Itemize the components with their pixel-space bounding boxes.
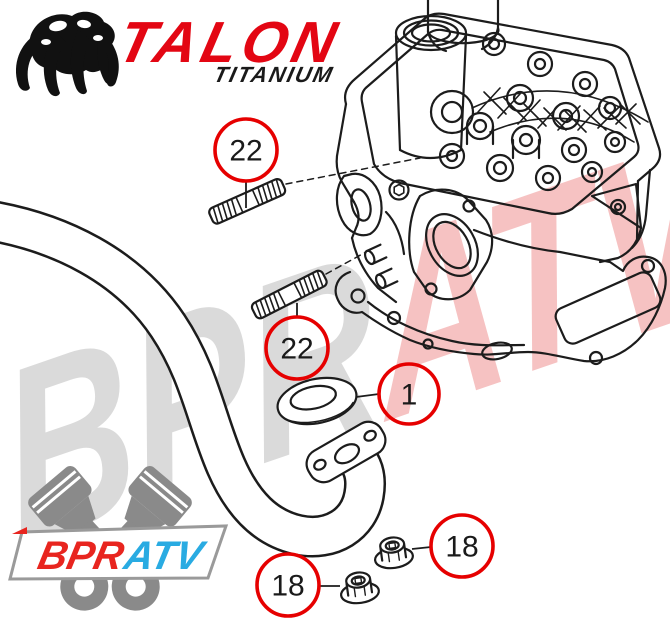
- callout-circle-18-left: [255, 552, 321, 618]
- bpratv-banner-text: BPRATV: [34, 532, 210, 577]
- stud-lower-dashed-leader: [325, 251, 367, 275]
- flange-nut-left-drawing: [340, 571, 380, 605]
- talon-title: TALON: [112, 11, 347, 75]
- claw-icon: [16, 11, 119, 97]
- stud-drawing-lower: [250, 269, 328, 320]
- bpratv-banner: BPRATV: [8, 524, 229, 581]
- callout-leader-18-right: [411, 546, 432, 550]
- callout-circle-22-lower: [264, 315, 330, 381]
- head-gasket-drawing: [334, 228, 667, 366]
- flange-nut-right-drawing: [374, 536, 414, 570]
- talon-logo: TALON TITANIUM: [16, 11, 347, 97]
- exhaust-gasket-drawing: [276, 376, 358, 426]
- callout-circle-22-upper: [213, 117, 279, 183]
- head-pipe-drawing: [0, 201, 386, 558]
- callout-label-22-upper: 22: [229, 135, 262, 168]
- banner-accent-triangle: [12, 527, 27, 534]
- callout-label-18-left: 18: [271, 570, 304, 603]
- callout-circle-18-right: [429, 513, 495, 579]
- callout-label-22-lower: 22: [280, 333, 313, 366]
- pipe-flange-drawing: [305, 420, 387, 484]
- bpratv-logo: BPRATV: [8, 466, 229, 611]
- head-fins-crosshatch: [471, 87, 649, 143]
- bpratv-part2: ATV: [120, 532, 211, 577]
- stud-upper-dashed-leader: [285, 157, 421, 185]
- talon-subtitle: TITANIUM: [211, 62, 336, 87]
- callout-leader-1: [355, 393, 380, 398]
- stud-drawing-upper: [208, 178, 287, 225]
- bpratv-part1: BPR: [34, 532, 128, 577]
- callout-label-1: 1: [401, 379, 418, 412]
- callout-label-18-right: 18: [445, 531, 478, 564]
- callout-circle-1: [377, 362, 441, 426]
- cylinder-head-drawing: [335, 0, 662, 304]
- callouts: 22 22 1 18 18: [213, 117, 495, 618]
